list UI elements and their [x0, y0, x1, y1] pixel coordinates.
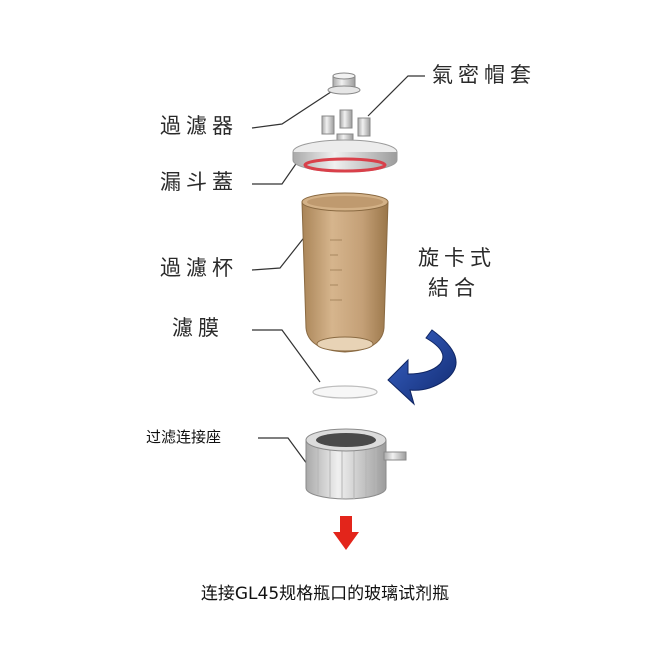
label-funnel-cover: 漏斗蓋 — [160, 170, 238, 194]
leader-membrane — [252, 329, 321, 383]
down-arrow — [333, 516, 359, 550]
leader-funnel-cover — [252, 157, 301, 185]
filter-part — [327, 72, 361, 95]
connector-base-part — [305, 428, 407, 500]
label-twist-lock-line2: 結合 — [428, 276, 480, 300]
label-filter: 過濾器 — [160, 114, 238, 138]
label-twist-lock-line1: 旋卡式 — [418, 246, 496, 270]
label-filter-cup: 過濾杯 — [160, 256, 238, 280]
membrane-part — [312, 385, 378, 399]
twist-arrow — [387, 329, 457, 406]
label-airtight-cap: 氣密帽套 — [432, 63, 536, 87]
funnel-cover-part — [292, 139, 398, 173]
filter-cup-part — [301, 192, 389, 353]
leader-lines — [251, 75, 425, 469]
leader-airtight-cap — [367, 75, 425, 117]
airtight-cap-pegs — [321, 109, 371, 145]
caption: 连接GL45规格瓶口的玻璃试剂瓶 — [200, 584, 450, 604]
label-membrane: 濾膜 — [172, 316, 224, 340]
leader-connector-base — [258, 437, 311, 469]
leader-filter-cup — [251, 229, 311, 271]
leader-filter — [251, 85, 341, 129]
label-connector-base: 过滤连接座 — [146, 428, 222, 446]
